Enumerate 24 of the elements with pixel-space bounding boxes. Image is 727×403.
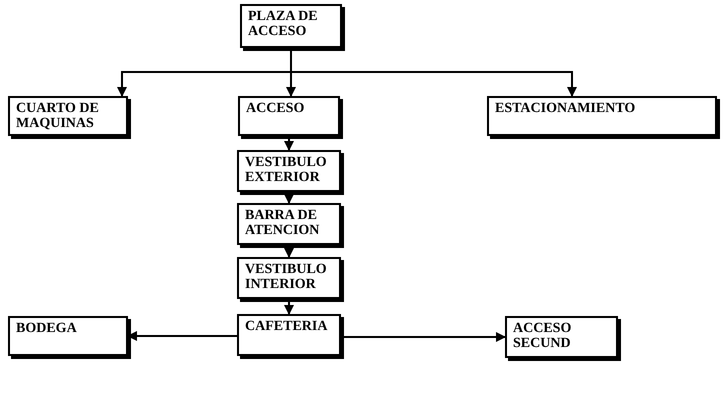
arrow [284, 299, 294, 315]
box-label: VESTIBULO INTERIOR [245, 262, 328, 292]
process-box [237, 150, 341, 192]
process-box [237, 314, 341, 356]
process-box [505, 316, 618, 358]
arrow [341, 332, 506, 342]
arrow [284, 136, 294, 151]
process-box [240, 4, 342, 48]
process-box [487, 96, 717, 136]
process-box [8, 316, 128, 356]
box-label: ESTACIONAMIENTO [495, 101, 636, 116]
process-box [8, 96, 128, 136]
process-box [237, 257, 341, 299]
process-box [238, 96, 340, 136]
arrow [290, 48, 577, 97]
box-label: VESTIBULO EXTERIOR [245, 155, 328, 185]
box-label: ACCESO [246, 101, 306, 116]
box-label: BARRA DE ATENCION [245, 208, 320, 238]
box-label: ACCESO SECUND [513, 321, 572, 351]
box-label: PLAZA DE ACCESO [248, 9, 319, 39]
box-label: CAFETERIA [245, 319, 328, 334]
box-label: BODEGA [16, 321, 78, 336]
process-box [237, 203, 341, 245]
box-label: CUARTO DE MAQUINAS [16, 101, 100, 131]
